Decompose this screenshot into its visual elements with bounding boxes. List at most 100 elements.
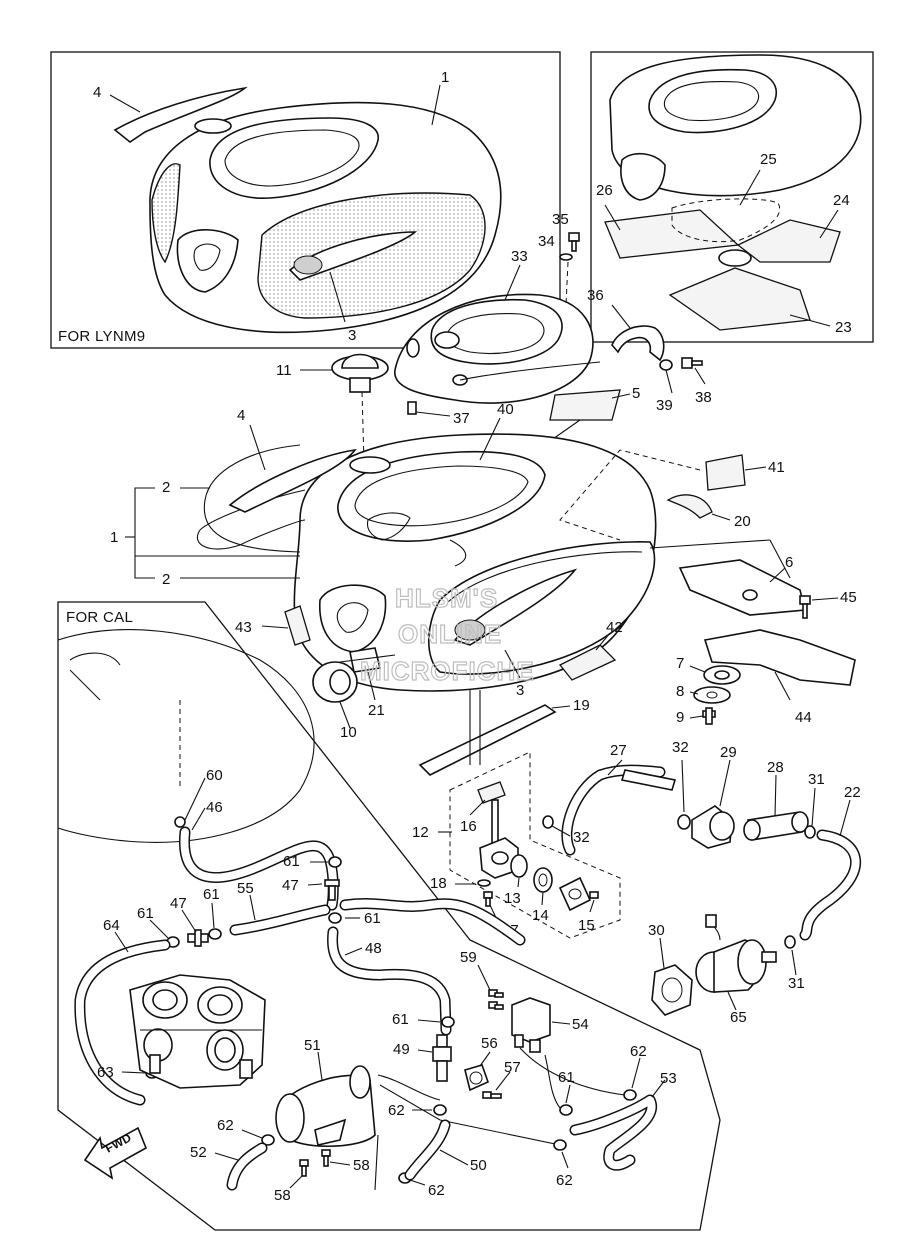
callout-58-a: 58 [274, 1187, 291, 1204]
callout-52: 52 [190, 1144, 207, 1161]
forward-arrow-icon: FWD [83, 1126, 148, 1180]
clamp-61-a [328, 856, 342, 868]
inset-cal-label: FOR CAL [66, 609, 133, 626]
bracket-56 [464, 1064, 490, 1092]
callout-62-c: 62 [388, 1102, 405, 1119]
callout-49: 49 [393, 1041, 410, 1058]
callout-61-a: 61 [283, 853, 300, 870]
callout-1-lynm9: 1 [441, 69, 449, 86]
label-5 [549, 389, 621, 421]
bracket-36 [611, 325, 665, 362]
clamp-31-upper [804, 825, 816, 839]
bolt-57 [482, 1091, 502, 1099]
gasket-16 [477, 781, 506, 804]
clamp-61-b [328, 912, 342, 924]
inset-pads-frame [590, 51, 874, 343]
clip-37 [407, 401, 417, 415]
tank-cap-ring-lynm9 [194, 118, 232, 134]
callout-65: 65 [730, 1009, 747, 1026]
callout-44: 44 [795, 709, 812, 726]
pad-43 [284, 605, 311, 646]
callout-50: 50 [470, 1157, 487, 1174]
callout-37: 37 [453, 410, 470, 427]
clamp-62-c [433, 1104, 447, 1116]
carburetor [129, 974, 266, 1089]
callout-2-lower: 2 [162, 571, 170, 588]
fuel-tank-main [293, 433, 657, 692]
washer-18 [477, 879, 491, 887]
clamp-60 [174, 816, 186, 828]
tank-graphic-main [228, 448, 357, 513]
callout-4-lynm9: 4 [93, 84, 101, 101]
callout-63: 63 [97, 1064, 114, 1081]
callout-16: 16 [460, 818, 477, 835]
callout-36: 36 [587, 287, 604, 304]
bracket-44 [703, 629, 856, 686]
callout-61-b: 61 [364, 910, 381, 927]
washer-39 [659, 359, 673, 371]
callout-39: 39 [656, 397, 673, 414]
inset-lynm9-frame [50, 51, 561, 349]
callout-18: 18 [430, 875, 447, 892]
tank-side-panel-left-lynm9 [151, 163, 181, 264]
watermark: HLSM'S ONLINE MICROFICHE [359, 582, 535, 686]
callout-8: 8 [676, 683, 684, 700]
fuel-cap-11 [331, 353, 389, 393]
callout-32-lower: 32 [573, 829, 590, 846]
callout-30: 30 [648, 922, 665, 939]
clamp-32-lower [542, 815, 554, 829]
inset-cal: FOR CAL [57, 601, 721, 1231]
callout-62-d: 62 [556, 1172, 573, 1189]
callout-59: 59 [460, 949, 477, 966]
callout-4-main: 4 [237, 407, 245, 424]
clamp-62-b [261, 1134, 275, 1146]
bolts-59 [488, 989, 504, 1010]
knee-recess-lynm9 [176, 229, 239, 293]
callout-38: 38 [695, 389, 712, 406]
callout-26: 26 [596, 182, 613, 199]
callout-54: 54 [572, 1016, 589, 1033]
callout-24: 24 [833, 192, 850, 209]
callout-62-e: 62 [428, 1182, 445, 1199]
bolt-38 [681, 357, 703, 369]
callout-29: 29 [720, 744, 737, 761]
callout-28: 28 [767, 759, 784, 776]
pad-24 [736, 219, 841, 263]
tank-graphic-lynm9 [113, 86, 248, 143]
emblem-main [453, 568, 578, 646]
callout-19: 19 [573, 697, 590, 714]
callout-45: 45 [840, 589, 857, 606]
callout-57: 57 [504, 1059, 521, 1076]
callout-60: 60 [206, 767, 223, 784]
callout-41: 41 [768, 459, 785, 476]
callout-20: 20 [734, 513, 751, 530]
pad-20 [666, 494, 713, 519]
svg-text:MICROFICHE: MICROFICHE [360, 656, 535, 686]
callout-40: 40 [497, 401, 514, 418]
pad-23 [668, 267, 811, 331]
callout-47-right: 47 [282, 877, 299, 894]
svg-text:ONLINE: ONLINE [398, 619, 502, 649]
callout-1-main: 1 [110, 529, 118, 546]
callout-22: 22 [844, 784, 861, 801]
clamp-62-d [553, 1139, 567, 1151]
filter-28 [743, 811, 809, 841]
fuel-pump-65 [695, 914, 777, 993]
callout-47-left: 47 [170, 895, 187, 912]
callout-61-d: 61 [137, 905, 154, 922]
callout-31-lower: 31 [788, 975, 805, 992]
callout-61-f: 61 [558, 1069, 575, 1086]
callout-62-b: 62 [217, 1117, 234, 1134]
tank-side-panel-lynm9 [257, 192, 486, 319]
callout-64: 64 [103, 917, 120, 934]
screw-15 [589, 891, 599, 899]
callout-34: 34 [538, 233, 555, 250]
inset-lynm9-label: FOR LYNM9 [58, 328, 145, 345]
bracket-30 [651, 964, 693, 1016]
callout-3-main: 3 [516, 682, 524, 699]
callout-6: 6 [785, 554, 793, 571]
damper-21 [349, 647, 381, 673]
clamp-62-a [623, 1089, 637, 1101]
callout-61-c: 61 [203, 886, 220, 903]
